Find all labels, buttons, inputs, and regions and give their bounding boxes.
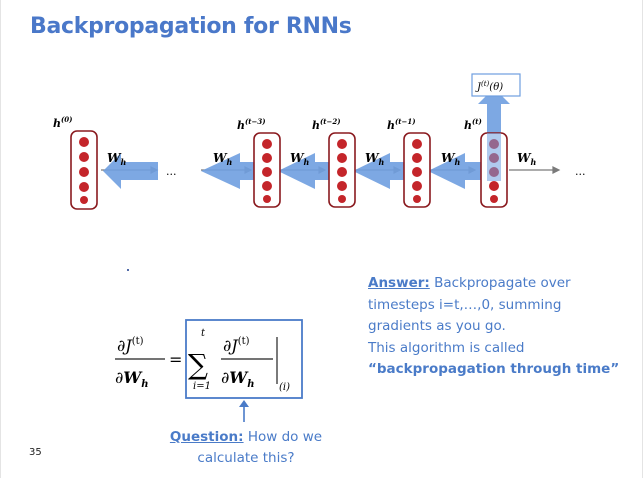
page-number: 35 [29, 447, 42, 458]
weight-symbol: W [213, 151, 228, 165]
answer-text: Answer: Backpropagate over timesteps i=t… [368, 273, 628, 381]
hidden-label: h [312, 119, 320, 132]
hidden-state-t-3 [253, 132, 281, 208]
hidden-label: h [53, 117, 61, 130]
hidden-superscript: (0) [61, 115, 73, 124]
answer-line2: timesteps i=t,…,0, summing [368, 296, 562, 313]
hidden-label: h [237, 119, 245, 132]
svg-text:Wh: Wh [517, 151, 536, 167]
hidden-label: h [464, 119, 472, 132]
weight-labels: Wh Wh Wh Wh Wh Wh [107, 151, 536, 167]
hidden-superscript: (t−2) [320, 117, 341, 126]
rhs-sup: (t) [238, 336, 250, 347]
hidden-superscript: (t−3) [245, 117, 266, 126]
backprop-arrows [103, 88, 510, 189]
svg-text:Wh: Wh [213, 151, 232, 167]
answer-line4: This algorithm is called [368, 339, 525, 356]
svg-text:h(0): h(0) [53, 115, 73, 130]
weight-subscript: h [454, 157, 460, 167]
svg-text:Wh: Wh [107, 151, 126, 167]
sum-lower: i=1 [193, 381, 211, 392]
weight-symbol: W [290, 151, 305, 165]
answer-line5: “backpropagation through time” [368, 361, 620, 377]
question-line1: How do we [243, 429, 323, 445]
eval-subscript: (i) [279, 382, 290, 393]
question-text: Question: How do we calculate this? [151, 427, 341, 469]
weight-subscript: h [303, 157, 309, 167]
loss-label: J [475, 82, 482, 93]
hidden-superscript: (t) [472, 117, 482, 126]
lhs-sup: (t) [132, 336, 144, 347]
ellipsis-left: ... [166, 165, 177, 178]
svg-text:Wh: Wh [365, 151, 384, 167]
rhs-J: J [228, 336, 239, 355]
question-label: Question: [169, 429, 244, 445]
hidden-state-t-2 [328, 132, 356, 208]
weight-subscript: h [378, 157, 384, 167]
slide-title: Backpropagation for RNNs [30, 14, 352, 39]
loss-superscript: (t) [481, 80, 490, 88]
hidden-state-0 [70, 130, 98, 210]
loss-arg: (θ) [489, 82, 503, 93]
loss-box [471, 73, 521, 97]
weight-symbol: W [441, 151, 456, 165]
hidden-label: h [387, 119, 395, 132]
stray-dot [127, 269, 129, 271]
svg-text:∂Wh: ∂Wh [221, 368, 255, 390]
rhs-partial: ∂ [223, 336, 231, 355]
backprop-arrow-3 [353, 153, 410, 189]
hidden-labels: h(0) h(t−3) h(t−2) h(t−1) h(t) [53, 115, 482, 132]
answer-line3: gradients as you go. [368, 318, 506, 334]
sum-upper: t [201, 328, 206, 339]
lhs-partial: ∂ [117, 336, 125, 355]
forward-arrow-head [552, 166, 561, 174]
weight-symbol: W [517, 151, 532, 165]
backprop-arrow-4 [428, 153, 485, 189]
question-arrow-head [239, 400, 249, 407]
gradient-formula: ∂J(t) ∂Wh = t ∑ i=1 ∂J(t) ∂Wh (i) [115, 319, 303, 422]
backprop-arrow-1 [201, 153, 260, 189]
lhs-sub: h [141, 379, 148, 390]
rhs-sub: h [247, 379, 254, 390]
weight-symbol: W [107, 151, 122, 165]
backprop-arrow-0 [103, 153, 158, 189]
loss-backprop-arrow [478, 88, 510, 162]
hidden-superscript: (t−1) [395, 117, 416, 126]
hidden-state-t [480, 132, 508, 208]
answer-line1: Backpropagate over [429, 275, 571, 291]
lhs-W: W [123, 368, 143, 387]
backprop-arrow-2 [278, 153, 335, 189]
hidden-state-boxes [70, 130, 508, 210]
hidden-state-t-1 [403, 132, 431, 208]
svg-text:∂J(t): ∂J(t) [223, 336, 250, 355]
answer-label: Answer: [368, 275, 430, 291]
lhs-partial-den: ∂ [115, 368, 123, 387]
svg-text:∂Wh: ∂Wh [115, 368, 149, 390]
svg-text:h(t−3): h(t−3) [237, 117, 266, 132]
weight-subscript: h [530, 157, 536, 167]
svg-text:J(t)(θ): J(t)(θ) [475, 80, 503, 93]
svg-text:h(t): h(t) [464, 117, 482, 132]
weight-symbol: W [365, 151, 380, 165]
rhs-partial-den: ∂ [221, 368, 229, 387]
svg-text:h(t−1): h(t−1) [387, 117, 416, 132]
sum-sigma: ∑ [188, 348, 208, 381]
svg-text:h(t−2): h(t−2) [312, 117, 341, 132]
formula-equals: = [169, 350, 182, 369]
ellipsis-right: ... [575, 165, 586, 178]
svg-text:Wh: Wh [290, 151, 309, 167]
rhs-W: W [229, 368, 249, 387]
svg-text:∂J(t): ∂J(t) [117, 336, 144, 355]
svg-text:Wh: Wh [441, 151, 460, 167]
weight-subscript: h [226, 157, 232, 167]
question-line2: calculate this? [197, 450, 295, 466]
lhs-J: J [122, 336, 133, 355]
weight-subscript: h [120, 157, 126, 167]
